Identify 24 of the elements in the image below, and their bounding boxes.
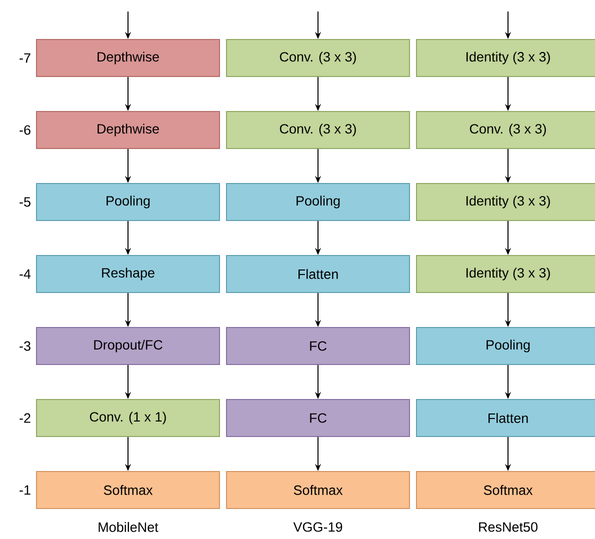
layer-box: Identity (3 x 3) [416, 183, 595, 221]
layer-box: Pooling [36, 183, 220, 221]
layer-box: Depthwise [36, 111, 220, 149]
layer-box: FC [226, 327, 410, 365]
layer-box: Identity (3 x 3) [416, 255, 595, 293]
layer-box: FC [226, 399, 410, 437]
layer-box: Identity (3 x 3) [416, 39, 595, 77]
layer-box: Pooling [416, 327, 595, 365]
layer-box: Conv. (3 x 3) [416, 111, 595, 149]
layer-box: Conv. (3 x 3) [226, 39, 410, 77]
layer-box: Softmax [36, 471, 220, 509]
layer-box: Conv. (1 x 1) [36, 399, 220, 437]
layer-box: Softmax [416, 471, 595, 509]
layer-box: Conv. (3 x 3) [226, 111, 410, 149]
layer-box: Softmax [226, 471, 410, 509]
layer-box: Flatten [226, 255, 410, 293]
layer-box: Depthwise [36, 39, 220, 77]
column-caption: VGG-19 [293, 522, 342, 532]
layer-box: Flatten [416, 399, 595, 437]
layer-box: Reshape [36, 255, 220, 293]
column-caption: ResNet50 [479, 522, 538, 532]
layer-box: Pooling [226, 183, 410, 221]
layer-box: Dropout/FC [36, 327, 220, 365]
column-caption: MobileNet [98, 522, 158, 532]
